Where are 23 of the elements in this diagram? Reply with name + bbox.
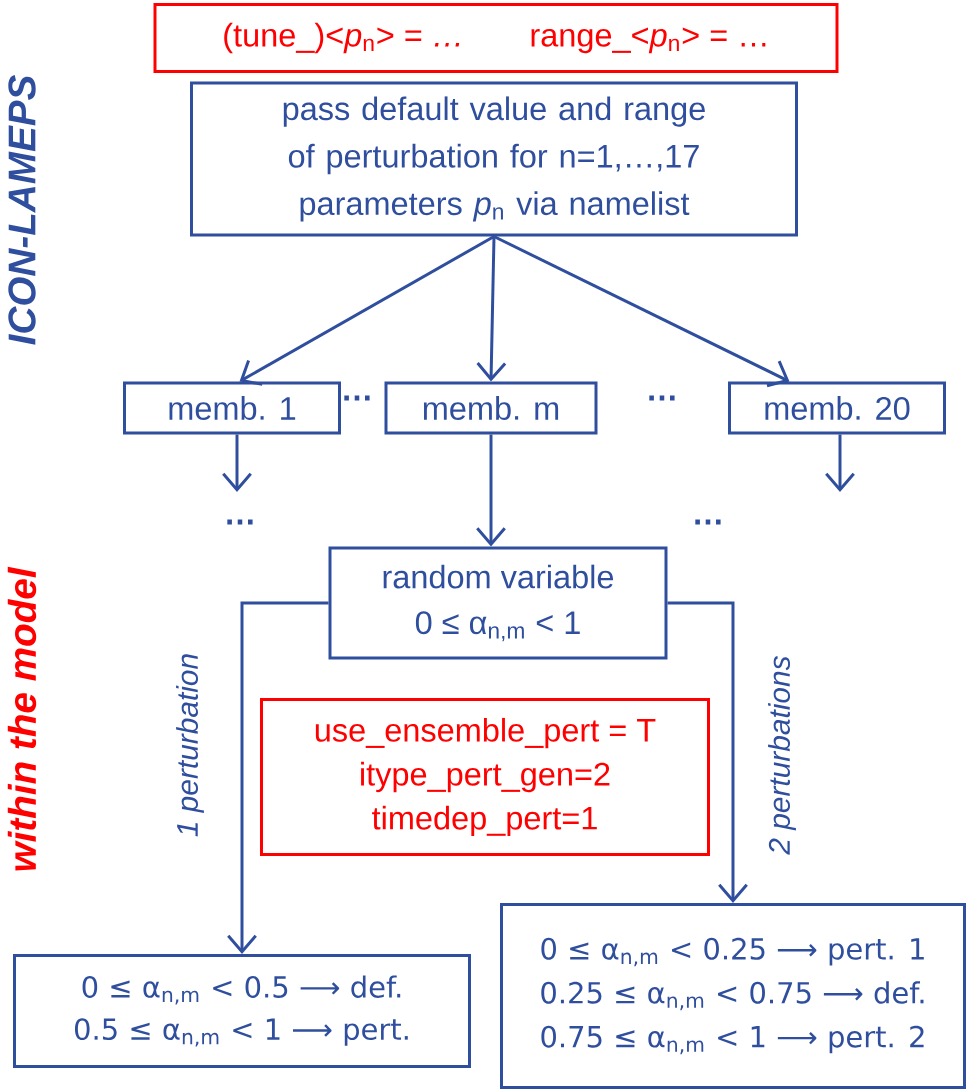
process-box: pass default value and range of perturbation for n=1,…,17 parameters p$_{n}$ via namelist [190,81,798,237]
edge-label: 2 perturbations [766,653,798,857]
member-box: memb. 20 [728,381,946,435]
arrow [667,601,748,903]
arrow [476,236,507,382]
ellipsis: … [344,395,370,401]
edge-label: 1 perturbation [174,651,206,839]
arrow [476,434,506,547]
ellipsis: … [227,519,253,525]
side-title: within the model [7,566,37,871]
member-box: memb. m [384,381,598,435]
settings-box: (tune_)<p$_{n}$> = … range_<p$_{n}$> = … [153,3,839,73]
result-box: 0 ≤ α$_{n,m}$ < 0.25 ⟶ pert. 1 0.25 ≤ α$_{n,m}$ < 0.75 ⟶ def. 0.75 ≤ α$_{n,m}$ < 1 ⟶ pert. 2 [500,903,966,1089]
process-box: random variable 0 ≤ α$_{n,m}$ < 1 [328,546,668,660]
arrow [239,235,495,386]
member-box: memb. 1 [123,381,341,435]
ellipsis: … [695,519,721,525]
arrow [493,235,790,388]
settings-box: use_ensemble_pert = T itype_pert_gen=2 timedep_pert=1 [260,698,710,856]
ellipsis: … [649,395,675,401]
arrow [227,601,329,954]
result-box: 0 ≤ α$_{n,m}$ < 0.5 ⟶ def. 0.5 ≤ α$_{n,m}$ < 1 ⟶ pert. [13,954,471,1068]
side-title: ICON-LAMEPS [8,75,36,345]
